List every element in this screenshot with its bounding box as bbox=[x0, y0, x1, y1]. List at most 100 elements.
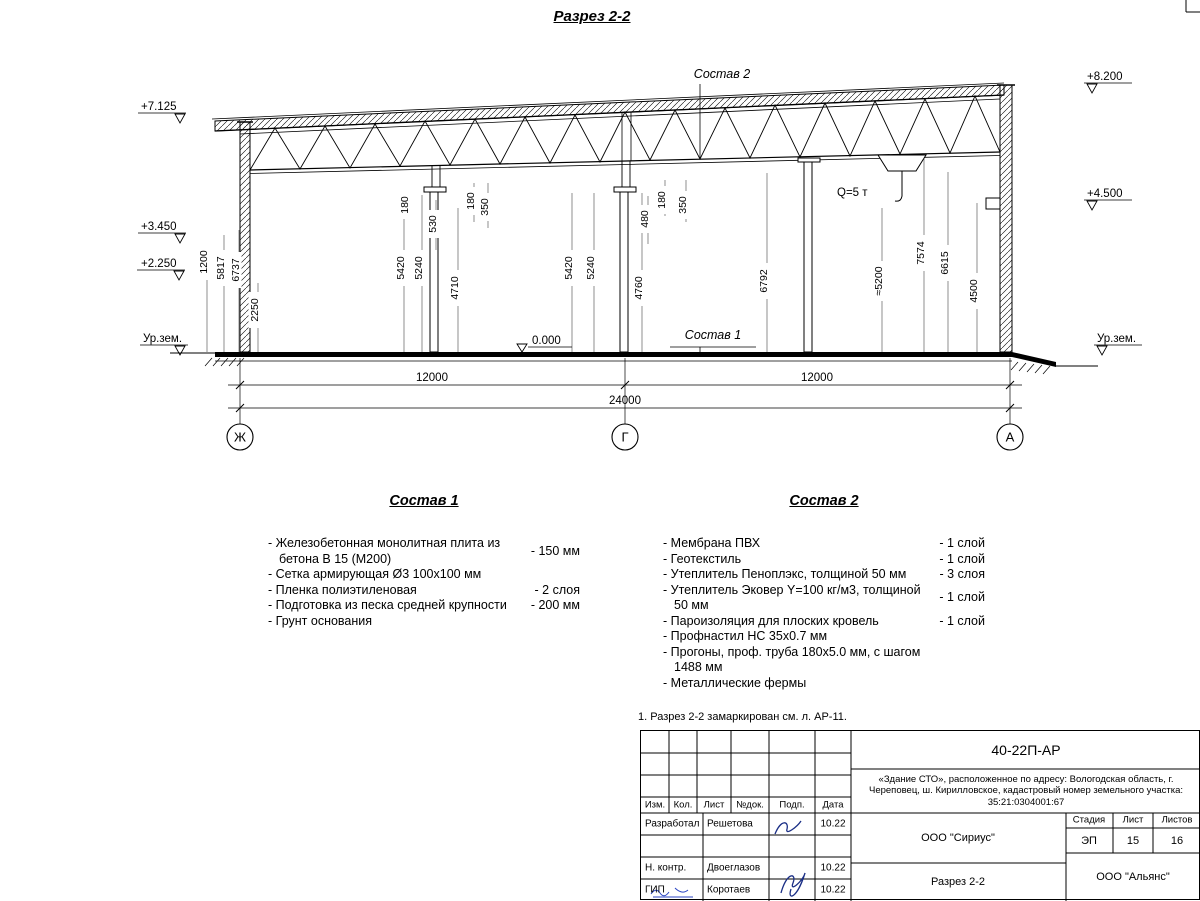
material-value: - 150 мм bbox=[530, 543, 580, 558]
vdim-label: 350 bbox=[479, 198, 491, 216]
column-4-cap bbox=[797, 157, 821, 163]
tb-sheets-value: 16 bbox=[1170, 835, 1184, 847]
vdim-label: ≈5200 bbox=[873, 266, 885, 295]
tb-col-data: Дата bbox=[822, 799, 844, 811]
sostav1-block: Состав 1 - Железобетонная монолитная пли… bbox=[268, 493, 580, 629]
vdim-label: 4710 bbox=[449, 276, 461, 300]
material-value: - 3 слоя bbox=[939, 567, 985, 581]
axis-extension-lines bbox=[239, 358, 1011, 424]
tb-sheet-value: 15 bbox=[1126, 835, 1140, 847]
column-4 bbox=[803, 161, 813, 353]
tb-col-ndok: №док. bbox=[736, 799, 764, 811]
truss-top-chord bbox=[214, 94, 1005, 132]
tb-name-ncontrol: Двоеглазов bbox=[707, 862, 761, 874]
material-item: - Пароизоляция для плоских кровель - 1 с… bbox=[663, 614, 985, 630]
vdim-label: 4760 bbox=[633, 276, 645, 300]
material-name: - Сетка армирующая Ø3 100х100 мм bbox=[268, 567, 482, 581]
vdim-label: 6792 bbox=[758, 269, 770, 293]
titleblock-grid bbox=[641, 731, 1200, 901]
material-name: - Мембрана ПВХ bbox=[663, 536, 761, 550]
stamp-mark bbox=[650, 887, 693, 898]
axis-bubble-zh bbox=[226, 423, 254, 451]
material-name: - Металлические фермы bbox=[663, 675, 807, 690]
tb-col-kol: Кол. bbox=[673, 799, 693, 811]
tb-col-podp: Подп. bbox=[779, 799, 805, 811]
dim-ticks bbox=[235, 380, 1015, 413]
signature-scribble bbox=[774, 820, 806, 897]
material-name: - Профнастил НС 35х0.7 мм bbox=[663, 629, 828, 643]
material-item: - Утеплитель Эковер Y=100 кг/м3, толщино… bbox=[663, 583, 985, 614]
material-value: - 1 слой bbox=[939, 590, 985, 605]
dim-total: 24000 bbox=[609, 395, 641, 407]
sostav2-callout-label: Состав 2 bbox=[694, 67, 750, 81]
vdim-label: 5240 bbox=[413, 256, 425, 280]
material-name: - Подготовка из песка средней крупности bbox=[268, 598, 507, 612]
axis-letter-g: Г bbox=[621, 430, 628, 445]
tb-col-list: Лист bbox=[703, 799, 725, 811]
titleblock: Изм. Кол. Лист №док. Подп. Дата Разработ… bbox=[640, 730, 1200, 901]
building-section bbox=[137, 82, 1142, 451]
sostav2-block: Состав 2 - Мембрана ПВХ - 1 слой - Геоте… bbox=[663, 493, 985, 691]
elevation-right-top: +8.200 bbox=[1087, 71, 1123, 83]
material-item: - Утеплитель Пеноплэкс, толщиной 50 мм -… bbox=[663, 567, 985, 583]
axis-letter-zh: Ж bbox=[234, 430, 246, 445]
elevation-left-top: +7.125 bbox=[141, 101, 177, 113]
zero-level-label: 0.000 bbox=[532, 335, 561, 347]
material-item: - Геотекстиль - 1 слой bbox=[663, 552, 985, 568]
material-name: - Грунт основания bbox=[268, 613, 373, 628]
material-name: - Железобетонная монолитная плита из бет… bbox=[268, 536, 501, 566]
material-value: - 200 мм bbox=[530, 598, 580, 612]
tb-company: ООО "Сириус" bbox=[921, 832, 995, 844]
ground-level-label-right: Ур.зем. bbox=[1097, 333, 1136, 345]
material-value: - 2 слоя bbox=[534, 582, 580, 597]
material-name: - Утеплитель Эковер Y=100 кг/м3, толщино… bbox=[663, 582, 921, 613]
tb-date-ncontrol: 10.22 bbox=[820, 862, 846, 874]
elevation-mark-shelves bbox=[137, 82, 1142, 348]
vdim-label: 4500 bbox=[968, 279, 980, 303]
material-value: - 1 слой bbox=[939, 551, 985, 566]
material-item: - Сетка армирующая Ø3 100х100 мм bbox=[268, 567, 580, 583]
tb-stage-label: Стадия bbox=[1072, 814, 1106, 826]
vdim-label: 5420 bbox=[395, 256, 407, 280]
material-item: - Подготовка из песка средней крупности … bbox=[268, 598, 580, 614]
material-item: - Мембрана ПВХ - 1 слой bbox=[663, 536, 985, 552]
material-name: - Геотекстиль bbox=[663, 551, 742, 566]
vdim-label: 5240 bbox=[585, 256, 597, 280]
sostav2-title: Состав 2 bbox=[789, 493, 859, 509]
axis-bubble-g bbox=[611, 423, 639, 451]
sostav1-title: Состав 1 bbox=[389, 493, 459, 509]
tb-contractor: ООО "Альянс" bbox=[1096, 871, 1170, 883]
tb-sheets-label: Листов bbox=[1161, 814, 1193, 826]
crane-hook bbox=[894, 171, 903, 202]
truss-web bbox=[249, 94, 1001, 171]
crane-capacity-label: Q=5 т bbox=[837, 187, 868, 199]
tb-stage-value: ЭП bbox=[1081, 835, 1097, 847]
material-item: - Грунт основания bbox=[268, 614, 580, 630]
roof-coping-line bbox=[211, 82, 1005, 120]
ground-hatch bbox=[204, 357, 1051, 375]
vdim-label: 2250 bbox=[249, 298, 261, 322]
material-name: - Утеплитель Пеноплэкс, толщиной 50 мм bbox=[663, 567, 907, 581]
crane-rail-bracket bbox=[985, 197, 1001, 210]
material-item: - Металлические фермы bbox=[663, 676, 985, 692]
tb-doc-number: 40-22П-АР bbox=[991, 742, 1061, 758]
column-stubs bbox=[431, 161, 631, 187]
material-item: - Прогоны, проф. труба 180х5.0 мм, с шаг… bbox=[663, 645, 985, 676]
vdim-label: 7574 bbox=[915, 241, 927, 265]
material-value: - 1 слой bbox=[939, 613, 985, 628]
material-name: - Пароизоляция для плоских кровель bbox=[663, 613, 879, 628]
elevation-mark-triangles bbox=[173, 83, 1108, 356]
elevation-right-mid: +4.500 bbox=[1087, 188, 1123, 200]
crane-trolley bbox=[877, 154, 927, 172]
sostav1-callout-label: Состав 1 bbox=[685, 328, 741, 342]
column-2-cap bbox=[423, 186, 447, 193]
tb-project-description: «Здание СТО», расположенное по адресу: В… bbox=[869, 773, 1183, 808]
tb-date-developer: 10.22 bbox=[820, 818, 846, 830]
tb-name-gip: Коротаев bbox=[707, 884, 751, 896]
vertical-dims: 1200 5817 6737 2250 180 530 180 350 5420… bbox=[197, 186, 980, 328]
vdim-label: 180 bbox=[465, 192, 477, 210]
column-3 bbox=[619, 191, 629, 353]
floor-slab bbox=[215, 352, 1012, 357]
material-item: - Пленка полиэтиленовая - 2 слоя bbox=[268, 583, 580, 599]
